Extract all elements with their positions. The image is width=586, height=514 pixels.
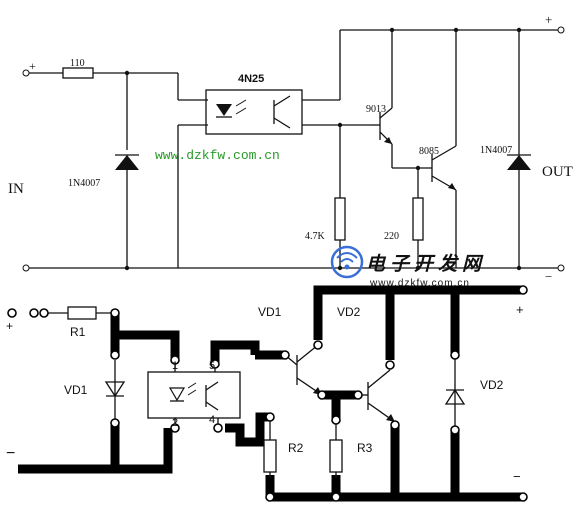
pcb-pin4-label: 4 <box>209 414 215 426</box>
pcb-pin1-label: 1 <box>172 360 178 372</box>
input-minus-terminal <box>22 264 30 272</box>
output-diode <box>507 155 531 170</box>
pcb-r2 <box>263 439 277 473</box>
pcb-layout: + − R1 VD1 1 2 4 5 VD1 VD2 R2 R3 VD2 + − <box>6 285 528 502</box>
pcb-track-pin5 <box>210 340 260 364</box>
input-diode <box>115 155 139 170</box>
transistor-8085-label: 8085 <box>419 146 439 157</box>
resistor-4-7k <box>334 197 346 241</box>
output-diode-label: 1N4007 <box>480 145 512 156</box>
pcb-r1 <box>67 306 97 320</box>
watermark-url-bottom: www.dzkfw.com.cn <box>369 278 470 289</box>
input-resistor <box>62 67 94 79</box>
pcb-track-minus-in <box>18 428 173 474</box>
pcb-plus-right-label: + <box>516 302 524 317</box>
pcb-track-plus-in <box>110 313 180 360</box>
watermark-logo: 电子开发网 www.dzkfw.com.cn <box>330 245 486 289</box>
pcb-r2-label: R2 <box>288 441 304 455</box>
pcb-vd1-diode <box>104 381 126 398</box>
resistor-4-7k-label: 4.7K <box>305 231 326 242</box>
pcb-r1-label: R1 <box>70 325 86 339</box>
resistor-220 <box>412 197 424 241</box>
watermark-brand: 电子开发网 <box>366 253 486 275</box>
watermark-url-top: www.dzkfw.com.cn <box>155 148 280 163</box>
output-out-label: OUT <box>542 164 573 180</box>
pcb-optocoupler <box>147 371 241 419</box>
optocoupler-4n25 <box>205 89 303 135</box>
pcb-vd1-top-label: VD1 <box>258 305 282 319</box>
output-plus-label: + <box>545 12 552 27</box>
output-minus-label: − <box>545 269 552 284</box>
input-diode-label: 1N4007 <box>68 178 100 189</box>
optocoupler-label: 4N25 <box>238 73 264 85</box>
pcb-vd2-top-label: VD2 <box>337 305 361 319</box>
pcb-minus-left-label: − <box>6 445 15 462</box>
pcb-r3-label: R3 <box>357 441 373 455</box>
output-minus-terminal <box>557 264 565 272</box>
input-minus-label: − <box>34 261 41 275</box>
pcb-minus-right-label: − <box>513 469 521 484</box>
pcb-vd2-diode <box>444 388 466 405</box>
schematic: + 110 − IN 1N4007 4N25 9013 8085 1N4007 … <box>8 12 573 284</box>
transistor-9013-label: 9013 <box>366 104 386 115</box>
pcb-vd1-left-label: VD1 <box>64 383 88 397</box>
pcb-vd2-right-label: VD2 <box>480 378 504 392</box>
pcb-pads <box>7 285 528 502</box>
pcb-track-pin4 <box>225 412 270 447</box>
input-in-label: IN <box>8 181 24 197</box>
output-plus-terminal <box>557 26 565 34</box>
input-resistor-label: 110 <box>70 58 85 69</box>
pcb-pin5-label: 5 <box>209 360 215 372</box>
resistor-220-label: 220 <box>384 231 399 242</box>
opto-led <box>216 104 232 116</box>
wifi-logo-icon <box>330 245 364 279</box>
pcb-plus-left-label: + <box>6 319 13 333</box>
input-plus-label: + <box>29 59 36 73</box>
pcb-pin2-label: 2 <box>172 417 178 429</box>
pcb-r3 <box>329 439 343 473</box>
